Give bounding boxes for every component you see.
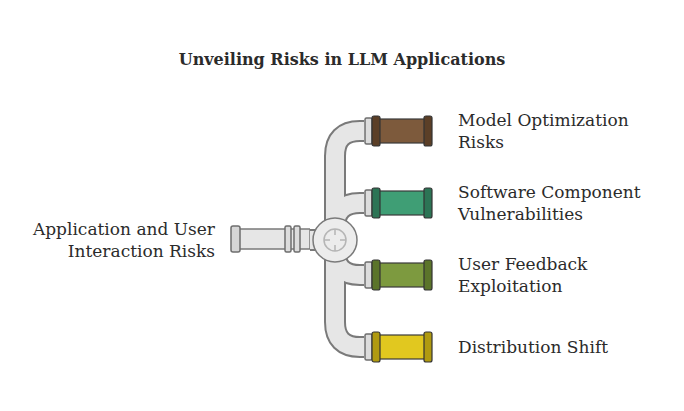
outlet-pipe-node: Distribution Shift (364, 323, 680, 371)
pipe-ring (365, 118, 372, 144)
hub-tick (334, 245, 336, 251)
node-label: Application and User Interaction Risks (10, 218, 215, 262)
pipe-segment (230, 216, 310, 262)
pipe-cap (372, 188, 380, 218)
pipe-hub (313, 218, 357, 262)
outlet-pipe-node: Model Optimization Risks (364, 107, 680, 155)
inlet-pipe-node: Application and User Interaction Risks (10, 216, 310, 264)
colored-pipe (374, 191, 428, 215)
pipe-fills (310, 131, 364, 347)
pipe-segment (364, 179, 436, 227)
pipe-cap (424, 116, 432, 146)
colored-pipe (374, 335, 428, 359)
hub-valve (313, 218, 357, 262)
pipe-cap (424, 188, 432, 218)
hub-tick (324, 239, 330, 241)
node-label: Software Component Vulnerabilities (458, 181, 674, 225)
pipe-cap (372, 260, 380, 290)
node-label: User Feedback Exploitation (458, 253, 674, 297)
diagram-title: Unveiling Risks in LLM Applications (0, 50, 684, 69)
node-label: Distribution Shift (458, 336, 674, 358)
pipe-segment (364, 251, 436, 299)
pipe-ring (365, 334, 372, 360)
outlet-pipe-node: Software Component Vulnerabilities (364, 179, 680, 227)
pipe-cap (372, 332, 380, 362)
hub-tick (334, 229, 336, 235)
colored-pipe (374, 119, 428, 143)
pipe-cap (424, 332, 432, 362)
pipe-ring (294, 226, 300, 252)
pipe-ring (365, 190, 372, 216)
pipe-segment (364, 107, 436, 155)
outlet-pipe-node: User Feedback Exploitation (364, 251, 680, 299)
colored-pipe (374, 263, 428, 287)
node-label: Model Optimization Risks (458, 109, 674, 153)
pipe-outlines (310, 131, 364, 347)
pipe-ring (285, 226, 291, 252)
pipe-ring (365, 262, 372, 288)
pipe-cap (372, 116, 380, 146)
pipe-segment (364, 323, 436, 371)
pipe-cap (231, 226, 240, 252)
pipe-cap (424, 260, 432, 290)
hub-ring (324, 229, 346, 251)
hub-tick (340, 239, 346, 241)
